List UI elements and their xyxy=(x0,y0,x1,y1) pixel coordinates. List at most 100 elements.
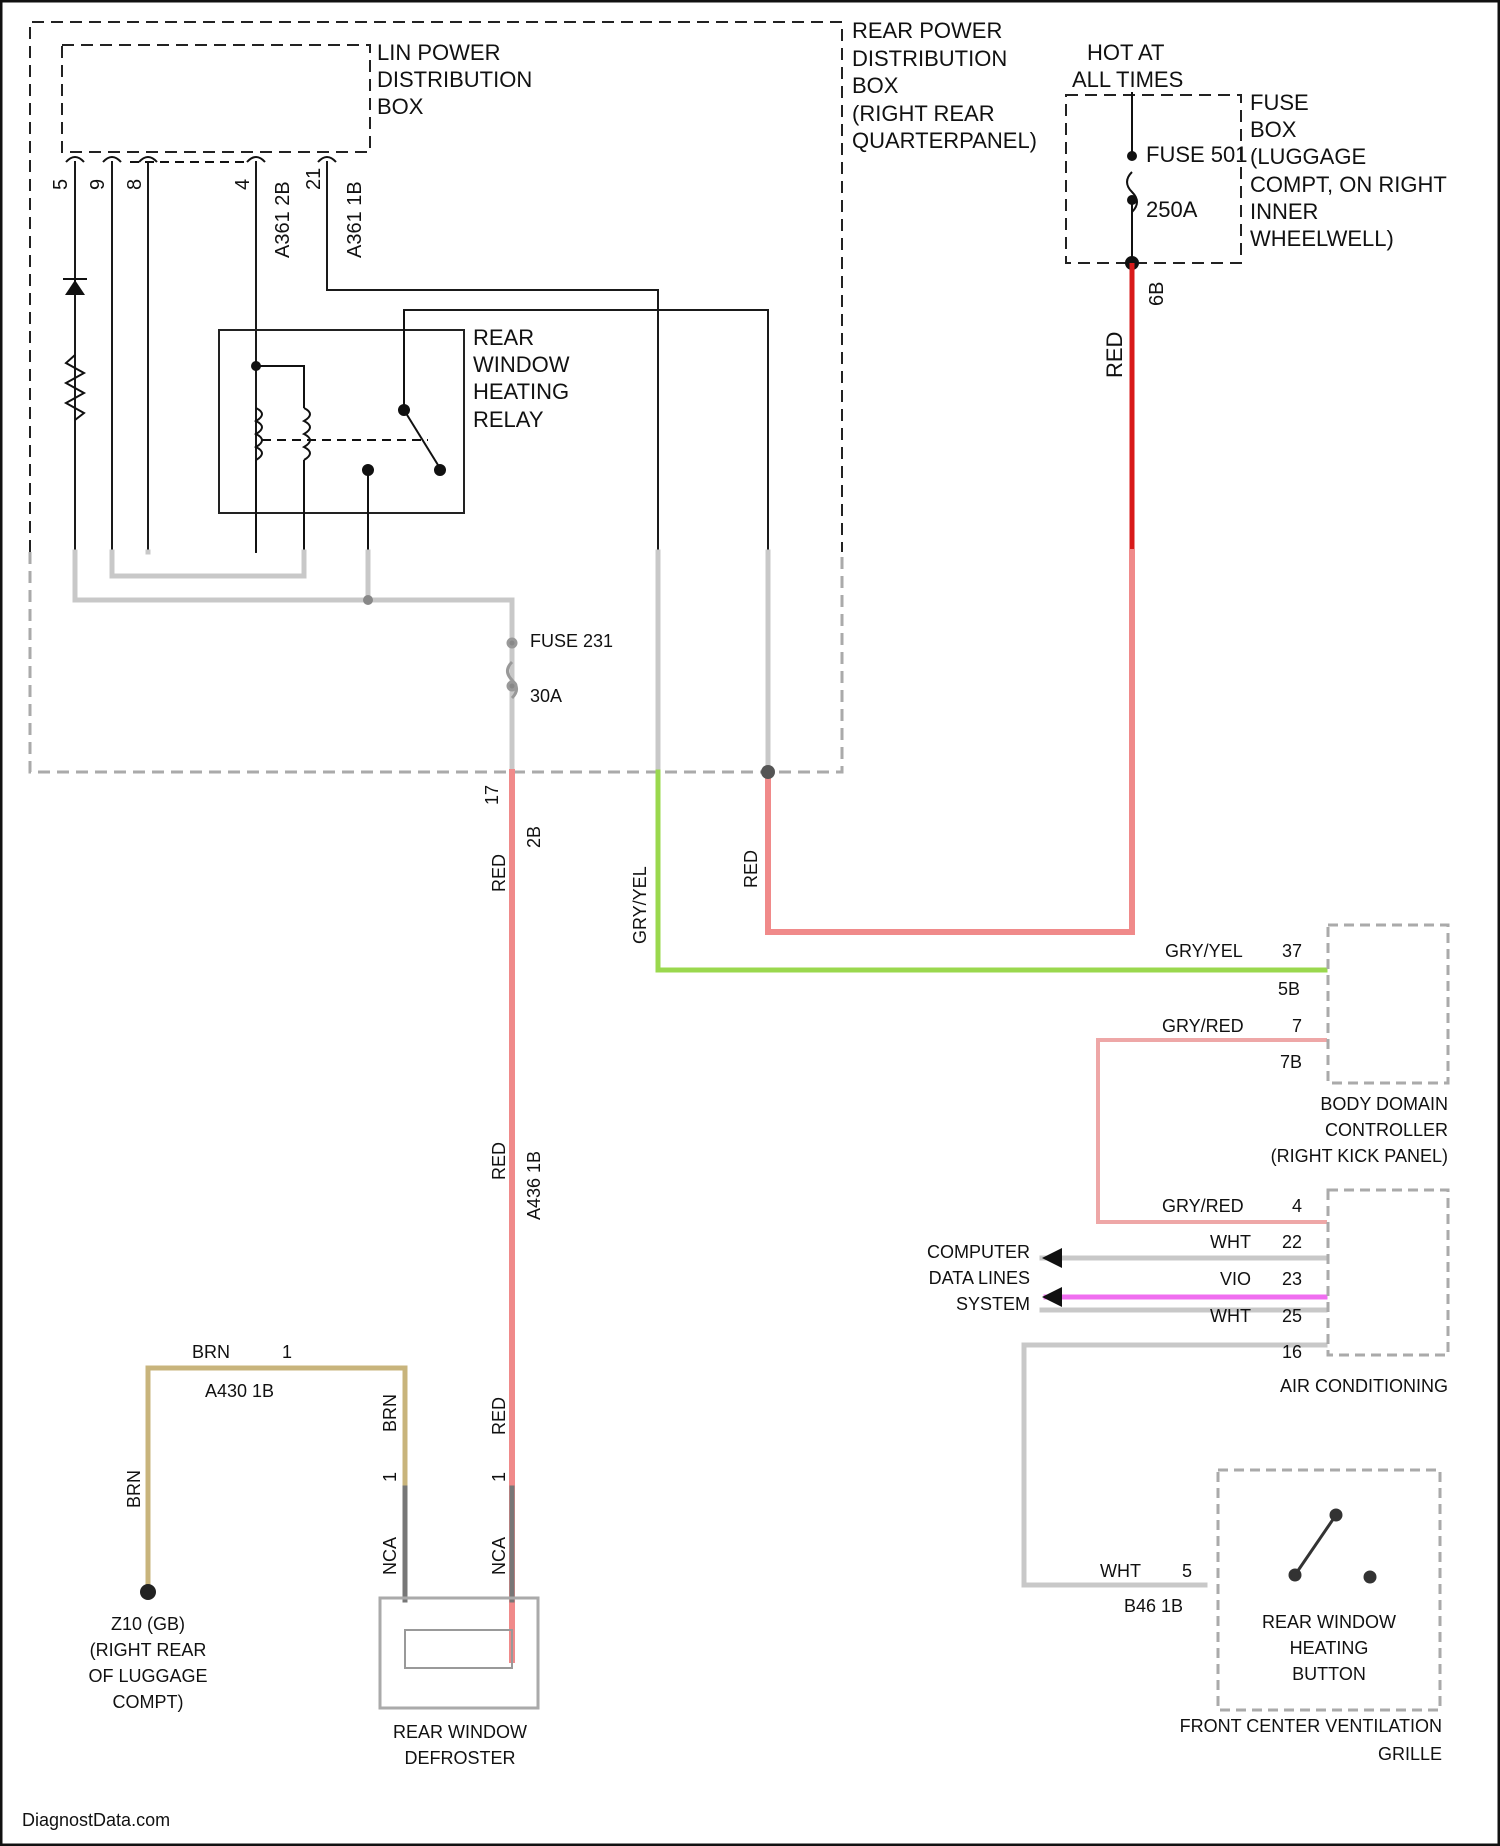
pin-4-label: 4 xyxy=(232,179,254,190)
lin-box-label-line3: BOX xyxy=(377,94,424,119)
connector-a436-label: A436 1B xyxy=(524,1151,544,1220)
pin-37-label: 37 xyxy=(1282,941,1302,961)
rear-pdb-label-line3: BOX xyxy=(852,73,899,98)
pin-16-label: 16 xyxy=(1282,1342,1302,1362)
wire-label-vio: VIO xyxy=(1220,1269,1251,1289)
wire-label-red-pdb: RED xyxy=(741,850,761,888)
connector-a361-1b-label: A361 1B xyxy=(344,181,366,258)
hot-at-all-times-label: HOT AT ALL TIMES xyxy=(1072,40,1183,92)
computer-data-lines-label-2: DATA LINES xyxy=(929,1268,1030,1288)
fuse-box-label-line1: FUSE xyxy=(1250,90,1309,115)
pin-9-label: 9 xyxy=(87,179,109,190)
lin-power-distribution-box xyxy=(62,45,370,152)
ground-label-line3: OF LUGGAGE xyxy=(88,1666,207,1686)
rear-pdb-label: REAR POWER DISTRIBUTION BOX (RIGHT REAR … xyxy=(852,18,1037,153)
data-line-arrow-2 xyxy=(1042,1287,1062,1307)
relay-label-line3: HEATING xyxy=(473,379,569,404)
junction-dot-relay-out xyxy=(363,595,373,605)
wire-label-gry-yel-horizontal: GRY/YEL xyxy=(1165,941,1243,961)
relay-label: REAR WINDOW HEATING RELAY xyxy=(473,325,570,432)
data-line-arrow-1 xyxy=(1042,1248,1062,1268)
fuse-231-rating: 30A xyxy=(530,686,562,706)
relay-junction-dot xyxy=(251,361,261,371)
relay-switch xyxy=(363,310,445,552)
ground-point xyxy=(140,1584,156,1600)
fuse-box-label: FUSE BOX (LUGGAGE COMPT, ON RIGHT INNER … xyxy=(1250,90,1447,251)
bdc-label-line1: BODY DOMAIN xyxy=(1320,1094,1448,1114)
defroster-label-line2: DEFROSTER xyxy=(404,1748,515,1768)
pin-21-label: 21 xyxy=(303,168,325,190)
wire-label-red-mid: RED xyxy=(489,1142,509,1180)
relay-label-line1: REAR xyxy=(473,325,534,350)
lin-box-label-line2: DISTRIBUTION xyxy=(377,67,532,92)
pin-5-label: 5 xyxy=(50,179,72,190)
pin-4-label-ac: 4 xyxy=(1292,1196,1302,1216)
pin-1-ground-label: 1 xyxy=(282,1342,292,1362)
ac-label: AIR CONDITIONING xyxy=(1280,1376,1448,1396)
rear-pdb-label-line2: DISTRIBUTION xyxy=(852,46,1007,71)
pin-5-button: 5 xyxy=(1182,1561,1192,1581)
pin-2b-label: 2B xyxy=(524,826,544,848)
wire-label-gry-red-2: GRY/RED xyxy=(1162,1196,1244,1216)
relay-coils xyxy=(256,366,310,552)
fuse-box-label-line6: WHEELWELL) xyxy=(1250,226,1394,251)
ground-label-line4: COMPT) xyxy=(113,1692,184,1712)
grille-label-line1: FRONT CENTER VENTILATION xyxy=(1180,1716,1442,1736)
pin-25-label: 25 xyxy=(1282,1306,1302,1326)
wire-red-pdb-feed xyxy=(768,552,1132,932)
lin-box-label-line1: LIN POWER xyxy=(377,40,500,65)
fuse-box-label-line5: INNER xyxy=(1250,199,1318,224)
connector-nca-1: NCA xyxy=(380,1537,400,1575)
relay-label-line4: RELAY xyxy=(473,407,544,432)
button-label-line2: HEATING xyxy=(1290,1638,1369,1658)
computer-data-lines-label-3: SYSTEM xyxy=(956,1294,1030,1314)
wire-red-label-main: RED xyxy=(1102,332,1127,378)
bdc-label-line3: (RIGHT KICK PANEL) xyxy=(1271,1146,1448,1166)
defroster-label-line1: REAR WINDOW xyxy=(393,1722,527,1742)
wire-label-brn-3: BRN xyxy=(124,1470,144,1508)
button-label-line3: BUTTON xyxy=(1292,1664,1366,1684)
lower-blurred-region: FUSE 231 30A xyxy=(22,552,1448,1830)
fuse-501-rating: 250A xyxy=(1146,197,1198,222)
wire-label-red-low: RED xyxy=(489,1397,509,1435)
grey-wires xyxy=(75,552,1325,1585)
wire-label-gry-yel-vertical: GRY/YEL xyxy=(630,866,650,944)
wire-label-gry-red-1: GRY/RED xyxy=(1162,1016,1244,1036)
pin-23-label: 23 xyxy=(1282,1269,1302,1289)
hot-label-line1: HOT AT xyxy=(1087,40,1164,65)
defroster-grid-element xyxy=(405,1630,512,1668)
lin-box-wires xyxy=(75,162,768,552)
fuse-box-label-line4: COMPT, ON RIGHT xyxy=(1250,172,1447,197)
fuse-231-label: FUSE 231 xyxy=(530,631,613,651)
pin-22-label: 22 xyxy=(1282,1232,1302,1252)
lin-box-label: LIN POWER DISTRIBUTION BOX xyxy=(377,40,532,119)
button-label-line1: REAR WINDOW xyxy=(1262,1612,1396,1632)
hot-label-line2: ALL TIMES xyxy=(1072,67,1183,92)
rear-pdb-lower-edge xyxy=(30,552,842,772)
pin-7-label: 7 xyxy=(1292,1016,1302,1036)
luggage-fuse-box xyxy=(1066,95,1241,263)
diode-symbol xyxy=(63,279,87,295)
ground-label-line1: Z10 (GB) xyxy=(111,1614,185,1634)
fuse-box-label-line3: (LUGGAGE xyxy=(1250,144,1366,169)
wire-label-brn-2: BRN xyxy=(380,1394,400,1432)
pin-8-label: 8 xyxy=(124,179,146,190)
pin-17-label: 17 xyxy=(482,785,502,805)
fuse-box-label-line2: BOX xyxy=(1250,117,1297,142)
ground-label-line2: (RIGHT REAR xyxy=(90,1640,207,1660)
connector-a361-2b-label: A361 2B xyxy=(272,181,294,258)
junction-dot-pdb xyxy=(761,765,775,779)
rear-pdb-label-line4: (RIGHT REAR xyxy=(852,101,995,126)
rear-pdb-label-line5: QUARTERPANEL) xyxy=(852,128,1037,153)
pin-5b-label: 5B xyxy=(1278,979,1300,999)
connector-b46-label: B46 1B xyxy=(1124,1596,1183,1616)
wire-label-wht-button: WHT xyxy=(1100,1561,1141,1581)
air-conditioning-module xyxy=(1328,1190,1448,1355)
wire-label-brn-1: BRN xyxy=(192,1342,230,1362)
connector-nca-2: NCA xyxy=(489,1537,509,1575)
rear-pdb-label-line1: REAR POWER xyxy=(852,18,1002,43)
lin-pin-numbers: 5 9 8 4 21 A361 2B A361 1B xyxy=(50,168,366,258)
connector-6b-label: 6B xyxy=(1146,282,1168,306)
